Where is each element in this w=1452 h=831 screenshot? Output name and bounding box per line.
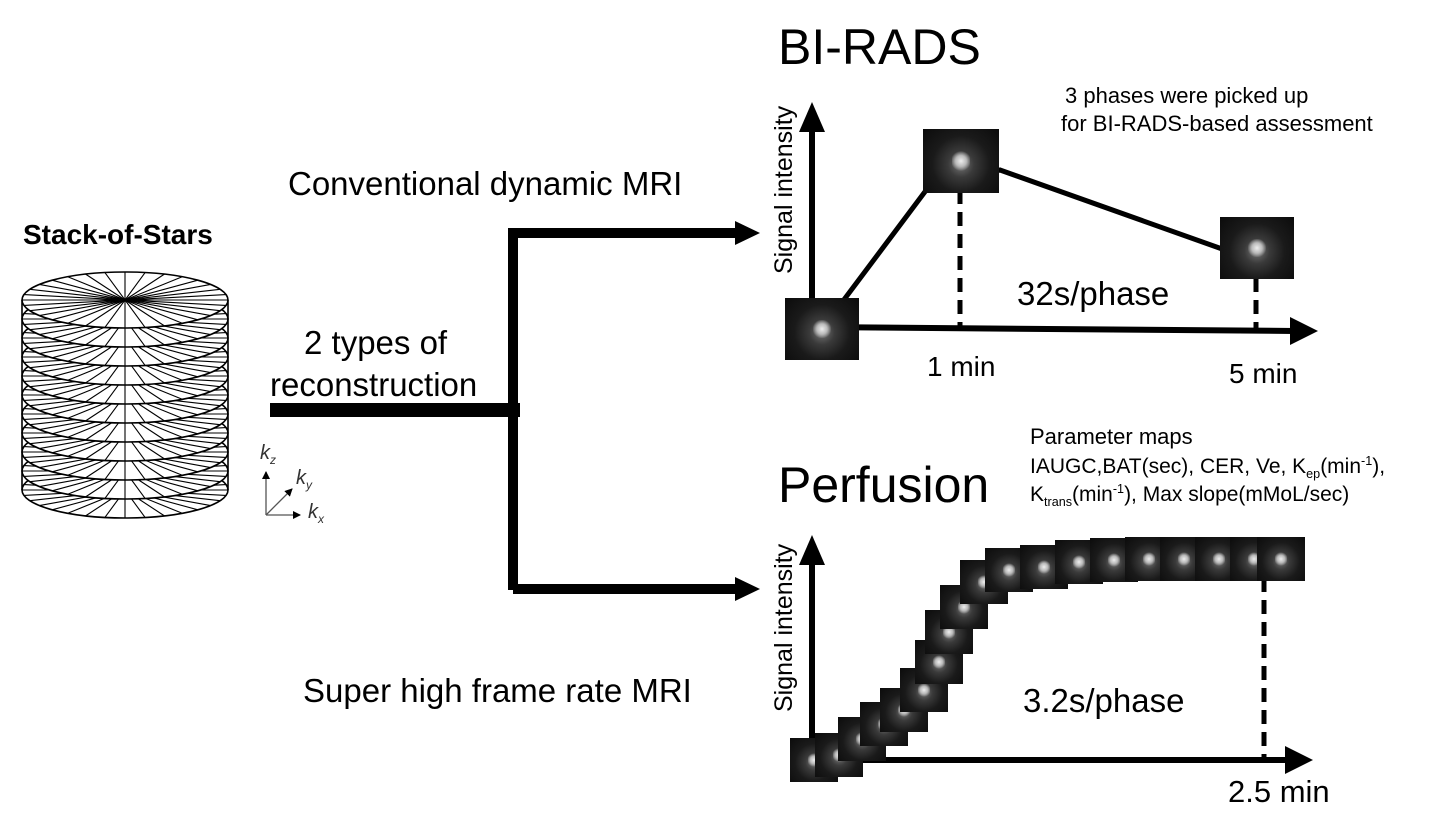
birads-tick-1min: 1 min xyxy=(927,351,996,382)
ky-sub: y xyxy=(306,478,312,492)
branch-connector xyxy=(270,228,738,594)
conventional-mri-label: Conventional dynamic MRI xyxy=(288,165,683,202)
perfusion-thumbnail xyxy=(1257,537,1305,581)
ky-letter: k xyxy=(296,467,306,489)
birads-y-axis-label: Signal intensity xyxy=(770,105,798,274)
arrow-to-birads xyxy=(735,221,760,245)
perfusion-tick-2-5min: 2.5 min xyxy=(1228,774,1330,809)
birads-rate-label: 32s/phase xyxy=(1017,275,1170,312)
parameter-maps-line1: IAUGC,BAT(sec), CER, Ve, Kep(min-1), xyxy=(1030,455,1385,481)
kspace-spoke xyxy=(23,293,227,307)
kspace-axes-icon xyxy=(262,471,301,519)
param-text: ), Max slope(mMoL/sec) xyxy=(1124,483,1350,506)
mri-thumbnail-phase-1 xyxy=(785,298,859,360)
param-text: IAUGC,BAT(sec), CER, Ve, K xyxy=(1030,455,1307,478)
perfusion-x-arrowhead xyxy=(1285,746,1313,774)
kx-label: kx xyxy=(308,502,324,525)
perfusion-axes xyxy=(809,560,1290,763)
perfusion-y-arrowhead xyxy=(799,535,825,565)
arrow-to-perfusion xyxy=(735,577,760,601)
mri-thumbnail-phase-3 xyxy=(1220,217,1294,279)
birads-dashes xyxy=(957,190,1259,330)
kx-letter: k xyxy=(308,501,318,523)
perfusion-rate-label: 3.2s/phase xyxy=(1023,682,1185,719)
param-sub: ep xyxy=(1306,467,1321,482)
ky-label: ky xyxy=(296,468,312,491)
stack-of-stars-title: Stack-of-Stars xyxy=(23,219,213,250)
param-text: ), xyxy=(1372,455,1386,478)
stack-of-stars-icon xyxy=(21,271,229,519)
mri-thumbnail-phase-2 xyxy=(923,129,999,193)
super-high-frame-rate-label: Super high frame rate MRI xyxy=(303,672,692,709)
perfusion-heading: Perfusion xyxy=(778,457,990,513)
birads-x-arrowhead xyxy=(1290,317,1318,345)
param-text: K xyxy=(1030,483,1045,506)
param-text: (min xyxy=(1320,455,1362,478)
reconstruction-label-line2: reconstruction xyxy=(270,366,478,403)
kz-sub: z xyxy=(270,453,276,467)
kz-letter: k xyxy=(260,442,270,464)
parameter-maps-line2: Ktrans(min-1), Max slope(mMoL/sec) xyxy=(1030,483,1349,509)
param-text: (min xyxy=(1072,483,1113,506)
birads-note-line1: 3 phases were picked up xyxy=(1065,83,1309,108)
birads-tick-5min: 5 min xyxy=(1229,358,1298,389)
kz-label: kz xyxy=(260,443,276,466)
param-sup: -1 xyxy=(1112,482,1125,496)
param-sup: -1 xyxy=(1361,454,1373,468)
kx-sub: x xyxy=(318,512,324,526)
parameter-maps-title: Parameter maps xyxy=(1030,424,1193,449)
perfusion-y-axis-label: Signal intensity xyxy=(770,543,798,712)
birads-heading: BI-RADS xyxy=(778,19,981,75)
param-sub: trans xyxy=(1044,495,1073,510)
birads-axes xyxy=(809,125,1296,334)
birads-note-line2: for BI-RADS-based assessment xyxy=(1061,111,1373,136)
birads-y-arrowhead xyxy=(799,102,825,132)
reconstruction-label-line1: 2 types of xyxy=(304,324,448,361)
